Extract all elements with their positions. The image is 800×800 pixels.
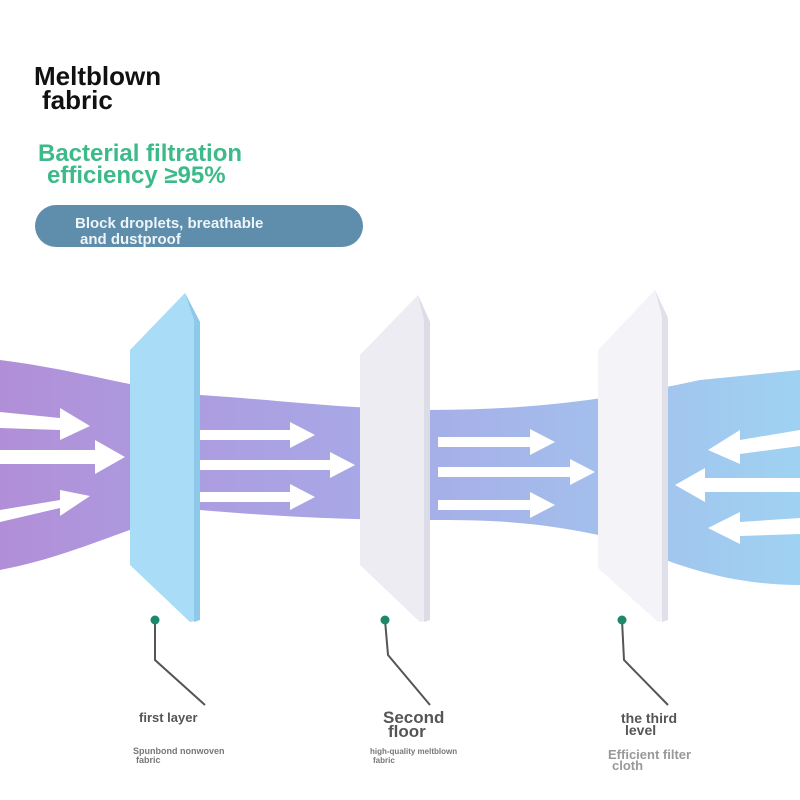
third-layer-desc-2: cloth: [612, 758, 644, 773]
first-layer-desc: Spunbond nonwoven fabric: [133, 747, 225, 765]
callout-lines: [154, 619, 669, 706]
third-layer-label-1: the third: [621, 710, 677, 726]
title-line-2: fabric: [42, 85, 113, 115]
second-layer-label: Second floor: [383, 708, 445, 741]
arrows-left: [675, 430, 800, 544]
first-layer-panel: [130, 293, 200, 622]
pill-line-2: and dustproof: [80, 231, 181, 248]
third-layer-label: the third level: [621, 710, 677, 738]
second-layer-dot: [380, 615, 390, 625]
pill-line-1: Block droplets, breathable: [75, 215, 264, 232]
third-layer-panel: [598, 290, 668, 622]
title-line-1: Meltblown: [34, 61, 162, 91]
second-layer-label-1: Second: [383, 708, 445, 727]
headline-line-1: Bacterial filtration: [38, 140, 243, 167]
headline: Bacterial filtration efficiency ≥95%: [38, 140, 243, 189]
third-layer-label-2: level: [625, 722, 657, 738]
second-layer-label-2: floor: [388, 722, 426, 741]
headline-line-2: efficiency ≥95%: [47, 162, 226, 189]
first-layer-dot: [150, 615, 160, 625]
page-title: Meltblown fabric: [34, 61, 162, 115]
first-layer-label: first layer: [139, 710, 198, 725]
feature-pill: Block droplets, breathable and dustproof: [35, 205, 363, 248]
first-layer-desc-1: Spunbond nonwoven: [133, 746, 225, 756]
third-layer-desc: Efficient filter cloth: [608, 747, 692, 773]
third-layer-dot: [617, 615, 627, 625]
third-layer-desc-1: Efficient filter: [608, 747, 692, 762]
second-layer-desc-2: fabric: [373, 756, 395, 765]
arrows-right: [0, 408, 595, 522]
first-layer-desc-2: fabric: [136, 755, 161, 765]
second-layer-desc-1: high-quality meltblown: [370, 747, 458, 756]
second-layer-panel: [360, 295, 430, 622]
second-layer-desc: high-quality meltblown fabric: [370, 747, 457, 765]
